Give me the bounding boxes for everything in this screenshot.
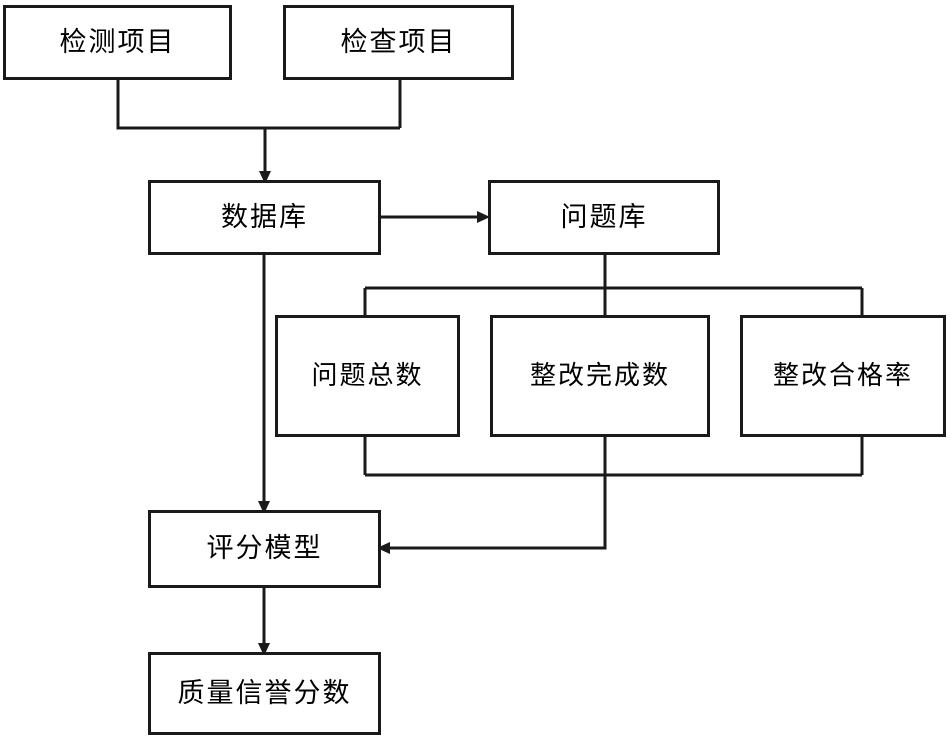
node-problem-library-label: 问题库 <box>560 201 648 233</box>
node-problem-total[interactable]: 问题总数 <box>275 315 460 437</box>
node-inspection-item-label: 检测项目 <box>59 26 176 58</box>
node-rectify-pass-rate[interactable]: 整改合格率 <box>740 315 946 437</box>
node-database-label: 数据库 <box>221 201 308 233</box>
node-check-item[interactable]: 检查项目 <box>283 5 514 80</box>
node-check-item-label: 检查项目 <box>340 26 457 58</box>
node-inspection-item[interactable]: 检测项目 <box>3 5 232 80</box>
edge-merge-bar-to-scoring-model <box>377 475 607 554</box>
node-problem-library[interactable]: 问题库 <box>488 180 720 255</box>
node-scoring-model[interactable]: 评分模型 <box>148 510 381 588</box>
node-credit-score-label: 质量信誉分数 <box>177 677 352 709</box>
node-rectify-pass-rate-label: 整改合格率 <box>772 360 913 391</box>
node-database[interactable]: 数据库 <box>148 180 381 255</box>
node-problem-total-label: 问题总数 <box>311 360 424 391</box>
node-credit-score[interactable]: 质量信誉分数 <box>148 652 381 735</box>
node-rectify-done[interactable]: 整改完成数 <box>490 315 710 437</box>
node-rectify-done-label: 整改完成数 <box>529 360 670 391</box>
node-scoring-model-label: 评分模型 <box>206 533 323 565</box>
edge-inspection-item-to-database <box>116 80 400 130</box>
